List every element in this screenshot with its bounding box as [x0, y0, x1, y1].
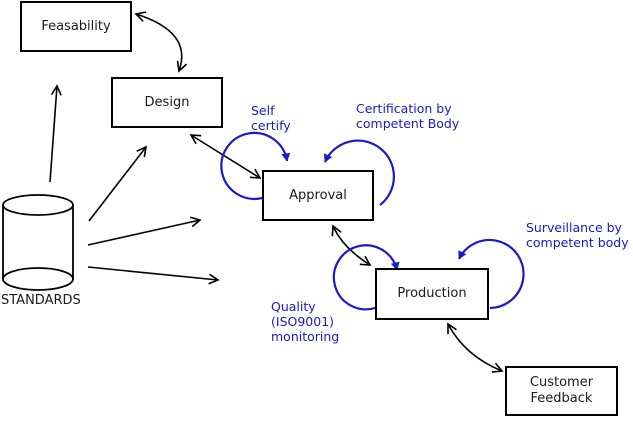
annotation-self-certify: Self certify — [251, 103, 291, 133]
arrow-standards-to-approval — [87, 216, 202, 246]
box-design: Design — [111, 77, 223, 128]
box-customer-feedback-label: Customer Feedback — [529, 375, 594, 406]
box-production: Production — [375, 268, 489, 320]
annotation-certification-by-competent-body: Certification by competent Body — [356, 101, 460, 131]
box-feasability-label: Feasability — [41, 18, 111, 34]
loop-certification — [323, 139, 396, 206]
box-approval: Approval — [262, 170, 374, 221]
standards-label: STANDARDS — [1, 293, 81, 308]
arrow-production-customer-feedback — [447, 322, 504, 373]
arrow-feasability-design — [134, 11, 188, 73]
annotation-quality-iso9001-monitoring: Quality (ISO9001) monitoring — [271, 299, 340, 344]
loop-surveillance — [458, 238, 525, 310]
arrow-approval-production — [331, 224, 372, 266]
arrow-design-approval — [189, 134, 262, 179]
arrow-standards-to-feasability — [49, 84, 62, 183]
box-feasability: Feasability — [20, 1, 132, 52]
box-approval-label: Approval — [289, 187, 347, 203]
arrow-standards-to-design — [88, 145, 148, 222]
box-production-label: Production — [397, 286, 467, 301]
arrow-standards-to-production — [87, 266, 220, 285]
standards-cylinder-icon — [2, 194, 74, 291]
box-design-label: Design — [144, 94, 190, 110]
annotation-surveillance-by-competent-body: Surveillance by competent body — [526, 220, 629, 250]
box-customer-feedback: Customer Feedback — [505, 366, 618, 416]
loop-quality-monitoring — [332, 244, 400, 311]
loop-self-certify — [220, 131, 291, 200]
